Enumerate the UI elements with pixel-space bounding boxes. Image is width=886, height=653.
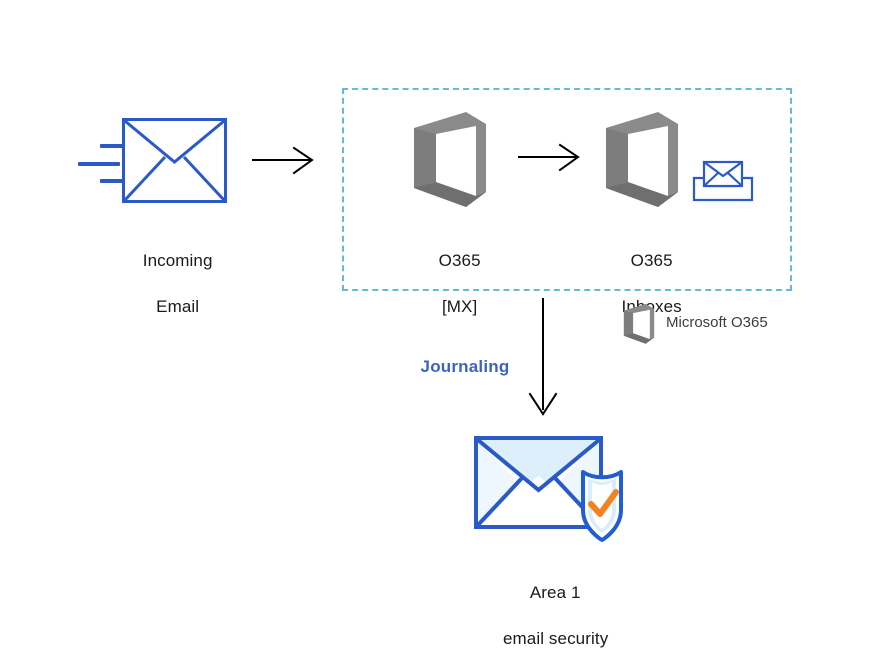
node-area1-label: Area 1 email security (470, 558, 622, 653)
speed-line-top (100, 144, 128, 148)
edge-journaling-label: Journaling (420, 357, 510, 376)
incoming-email-label-line1: Incoming (142, 251, 213, 270)
area1-label-line2: email security (502, 629, 609, 648)
o365-mx-label-line2: [MX] (441, 297, 478, 316)
microsoft-o365-boundary (342, 88, 792, 291)
edge-inboxes-to-area1 (518, 298, 568, 420)
node-incoming-email (78, 118, 228, 210)
legend-item-label: Microsoft O365 (666, 314, 768, 331)
envelope-icon (122, 118, 227, 203)
envelope-flap-icon (123, 119, 226, 202)
node-o365-mx (406, 110, 494, 210)
arrow-right-icon (518, 143, 580, 172)
edge-mx-to-inboxes (518, 137, 588, 177)
office365-logo-icon (623, 303, 655, 344)
speed-line-middle (78, 162, 120, 166)
arrow-down-icon (528, 298, 558, 416)
inbox-tray-icon (692, 160, 754, 202)
node-area1 (470, 432, 640, 547)
node-incoming-email-label: Incoming Email (92, 226, 244, 341)
office365-logo-icon (606, 112, 678, 207)
arrow-right-icon (252, 146, 314, 175)
office365-logo-icon (414, 112, 486, 207)
o365-mx-label-line1: O365 (438, 251, 481, 270)
o365-inboxes-label-line1: O365 (630, 251, 673, 270)
incoming-email-label-line2: Email (156, 297, 200, 316)
secure-email-shield-icon (474, 436, 623, 542)
legend: Microsoft O365 (620, 303, 800, 344)
speed-line-bottom (100, 179, 128, 183)
edge-incoming-to-mx (252, 140, 322, 180)
node-o365-inboxes (598, 110, 686, 210)
area1-label-line1: Area 1 (529, 583, 581, 602)
inbox-tray-glyph-icon (692, 160, 754, 202)
node-o365-mx-label: O365 [MX] (375, 226, 525, 341)
